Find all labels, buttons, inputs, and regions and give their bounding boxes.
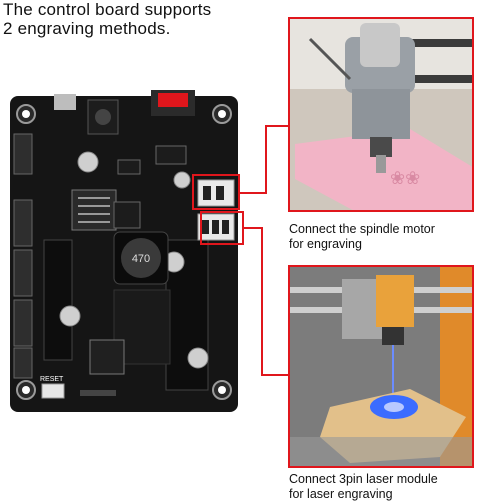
laser-engraving-photo bbox=[288, 265, 474, 468]
svg-text:❀❀: ❀❀ bbox=[390, 168, 420, 188]
control-board-image: 470 RESET bbox=[6, 90, 258, 420]
spindle-caption: Connect the spindle motor for engraving bbox=[289, 222, 435, 251]
laser-caption: Connect 3pin laser module for laser engr… bbox=[289, 472, 438, 501]
reset-label: RESET bbox=[40, 376, 64, 383]
headline: The control board supports 2 engraving m… bbox=[3, 0, 212, 38]
spindle-engraving-photo: ❀❀ bbox=[288, 17, 474, 212]
inductor-marking: 470 bbox=[132, 253, 150, 265]
